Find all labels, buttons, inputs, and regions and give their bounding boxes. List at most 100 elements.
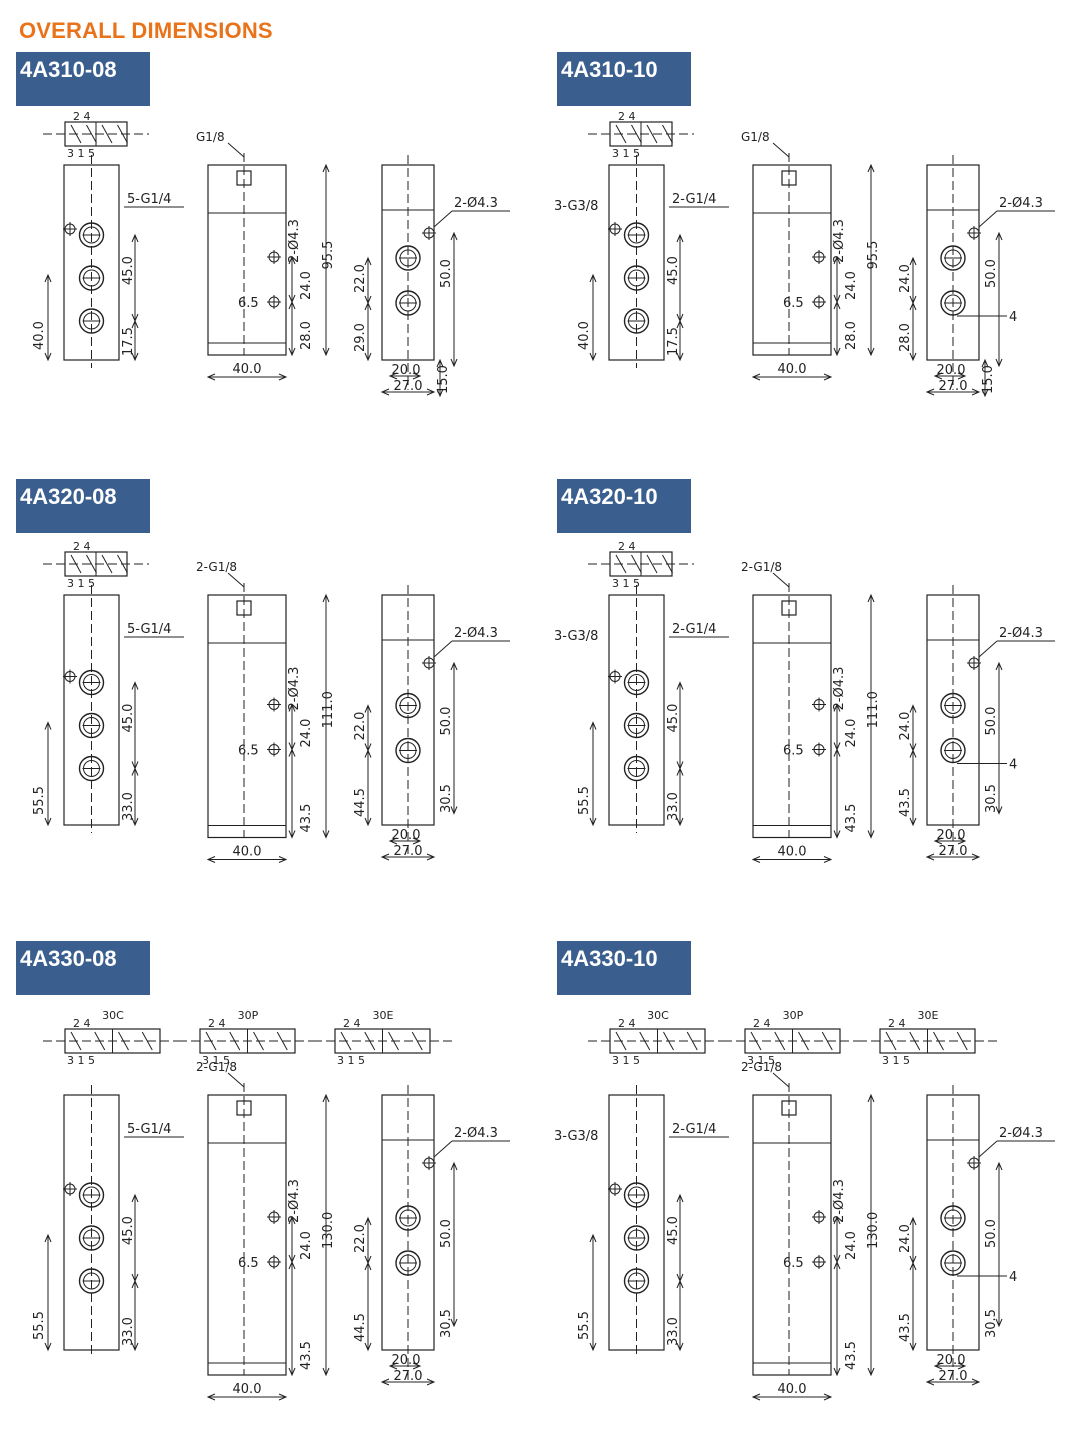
- end-port: [395, 1250, 421, 1276]
- side-bottom-label: 28.0: [844, 321, 859, 350]
- flow-arrow: [615, 124, 627, 144]
- symbol-mode-label: 30E: [373, 1009, 394, 1022]
- front-height-label: 55.5: [577, 1311, 592, 1340]
- side-view-body: [752, 1094, 832, 1376]
- dimension-arrow: [380, 388, 436, 396]
- symbol-port-label: 2 4: [73, 1017, 91, 1030]
- flow-arrow: [646, 554, 658, 574]
- flow-arrow: [340, 1031, 352, 1051]
- dimension-arrow: [751, 856, 833, 863]
- front-view-body: [608, 164, 665, 361]
- front-view: 5-G1/445.017.540.0: [32, 155, 184, 368]
- side-total-label: 111.0: [866, 691, 881, 728]
- end-inner-width-label: 20.0: [392, 1353, 421, 1368]
- end-outer-width-label: 27.0: [939, 1369, 968, 1384]
- flow-arrow: [774, 1031, 786, 1051]
- front-bottom-label: 33.0: [121, 1317, 136, 1346]
- end-port: [940, 290, 966, 316]
- flow-arrow: [639, 1031, 651, 1051]
- dimension-arrow: [44, 721, 52, 827]
- top-port-callout: G1/8: [196, 130, 225, 144]
- end-inner-width-label: 20.0: [937, 363, 966, 378]
- top-port-outline: [236, 1100, 252, 1116]
- end-view-body: [381, 164, 435, 361]
- flow-arrow: [94, 1031, 106, 1051]
- end-pitch-label: 50.0: [439, 259, 454, 288]
- leader-line: [978, 1140, 998, 1158]
- top-port-callout: 2-G1/8: [741, 1060, 782, 1074]
- end-inner-width-label: 20.0: [392, 363, 421, 378]
- model-label-4a310-10: 4A310-10: [557, 52, 691, 106]
- end-dim-a-label: 22.0: [353, 264, 368, 293]
- symbol-port-label: 2 4: [618, 110, 636, 123]
- model-label-4a330-08: 4A330-08: [16, 941, 150, 995]
- dimension-arrow: [322, 1093, 330, 1377]
- side-width-label: 40.0: [778, 845, 807, 860]
- front-bottom-label: 33.0: [666, 1317, 681, 1346]
- end-tab-label: 4: [1009, 310, 1017, 325]
- front-port-callout-secondary: 3-G3/8: [554, 1129, 598, 1144]
- end-inner-width-label: 20.0: [937, 828, 966, 843]
- symbol-mode-label: 30E: [918, 1009, 939, 1022]
- port-circle: [623, 1268, 650, 1294]
- front-port-callout-secondary: 3-G3/8: [554, 199, 598, 214]
- flow-arrow: [229, 1031, 241, 1051]
- flow-arrow: [86, 124, 97, 144]
- flow-arrow: [646, 124, 658, 144]
- side-hole-callout: 2-Ø4.3: [287, 667, 302, 711]
- front-view: 5-G1/445.033.055.5: [32, 1085, 184, 1358]
- dimension-arrow: [589, 273, 597, 362]
- dimension-arrow: [925, 853, 981, 861]
- front-view: 2-G1/43-G3/845.017.540.0: [554, 155, 729, 368]
- valve-symbol: 2 43 1 5: [43, 540, 149, 590]
- dimension-arrow: [676, 1279, 684, 1352]
- front-height-label: 55.5: [577, 786, 592, 815]
- flow-arrow: [885, 1031, 897, 1051]
- end-dim-b-label: 28.0: [898, 323, 913, 352]
- end-pitch-label: 50.0: [984, 1219, 999, 1248]
- end-inner-width-label: 20.0: [392, 828, 421, 843]
- flow-arrow: [388, 1031, 399, 1051]
- symbol-port-label: 3 1 5: [612, 147, 640, 160]
- port-circle: [623, 1182, 650, 1208]
- dimension-arrow: [364, 301, 372, 362]
- dimension-arrow: [867, 163, 875, 357]
- side-hole-pitch-label: 24.0: [844, 1231, 859, 1260]
- side-view-body: [752, 164, 832, 356]
- side-total-label: 95.5: [866, 241, 881, 270]
- front-bottom-label: 17.5: [666, 327, 681, 356]
- side-offset-label: 6.5: [238, 296, 259, 311]
- dimension-arrow: [436, 358, 444, 398]
- dimension-arrow: [933, 1362, 967, 1370]
- model-label-4a320-10: 4A320-10: [557, 479, 691, 533]
- leader-line: [772, 142, 790, 158]
- leader-line: [433, 1140, 453, 1158]
- valve-symbol: 2 43 1 5: [43, 110, 149, 160]
- side-offset-label: 6.5: [783, 744, 804, 759]
- end-dim-b-label: 29.0: [353, 323, 368, 352]
- end-outer-width-label: 27.0: [394, 844, 423, 859]
- port-circle: [78, 1268, 105, 1294]
- end-foot-label: 15.0: [436, 365, 451, 394]
- valve-symbol-30p: 2 43 1 5: [723, 1017, 862, 1067]
- end-hole-callout: 2-Ø4.3: [999, 1126, 1043, 1141]
- dimension-arrow: [206, 373, 288, 381]
- flow-arrow: [933, 1031, 944, 1051]
- flow-arrow: [798, 1031, 809, 1051]
- leader-line: [433, 210, 453, 228]
- end-dim-a-label: 24.0: [898, 712, 913, 741]
- symbol-port-label: 2 4: [343, 1017, 361, 1030]
- dimension-arrow: [450, 661, 458, 815]
- symbol-port-label: 3 1 5: [67, 1054, 95, 1067]
- front-bottom-label: 33.0: [121, 792, 136, 821]
- dimension-arrow: [995, 1161, 1003, 1328]
- dimension-arrow: [131, 767, 139, 827]
- end-lower-label: 30.5: [439, 784, 454, 813]
- flow-arrow: [956, 1031, 968, 1051]
- side-view-body: [207, 1094, 287, 1376]
